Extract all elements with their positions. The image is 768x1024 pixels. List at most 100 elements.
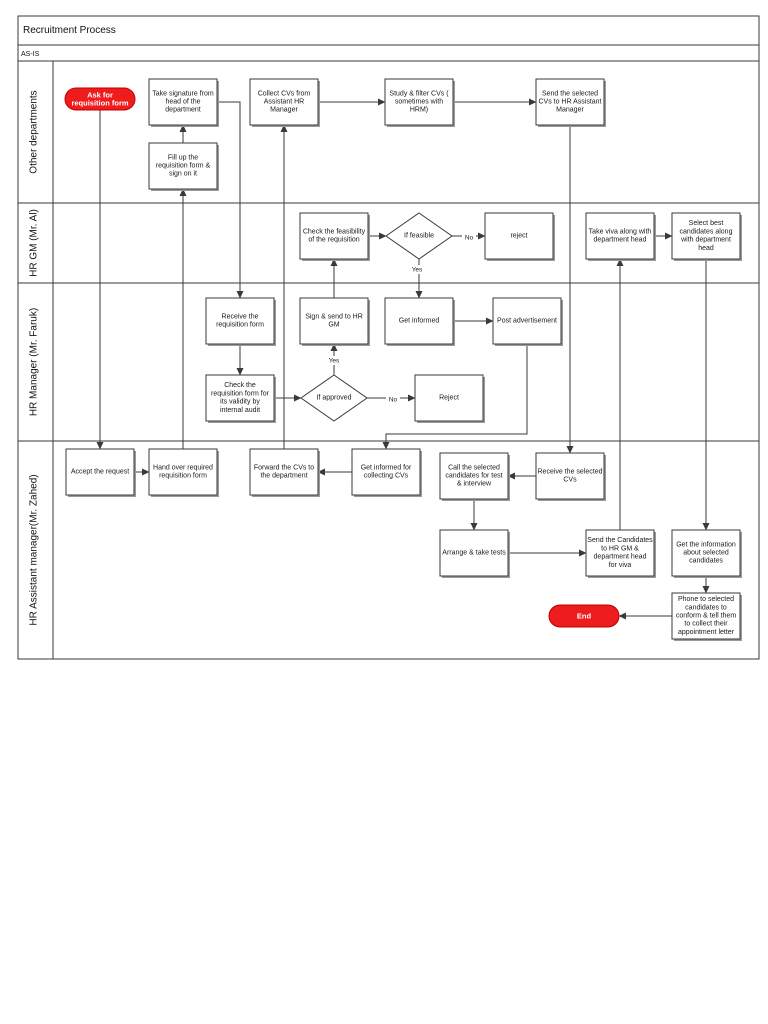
edge-label-bg [462,233,476,242]
node-label-line: Reject [439,395,459,402]
node-receive-req: Receive the requisition form [205,297,276,346]
process-box [585,529,655,577]
node-label-line: sometimes with [395,99,443,106]
node-label-line: requisition form [71,99,128,108]
connector-arrow [217,101,244,299]
edge-label-bg [410,265,424,274]
node-label-line: candidates [689,558,723,565]
process-box [249,448,319,496]
node-label-line: Forward the CVs to [254,464,314,471]
node-get-informed: Get informed [384,297,455,346]
node-label-line: Get informed for [361,464,412,471]
terminal-shape [548,604,620,628]
process-box [299,297,369,345]
node-label-line: its validity by [220,399,260,406]
process-box [148,142,218,190]
node-label-line: Send the Candidates [587,537,653,544]
node-label-line: Call the selected [448,464,500,471]
node-label-line: of the requisition [308,237,359,244]
node-label-line: requisition form [216,322,264,329]
node-label-line: Select best [689,220,724,227]
process-box [671,592,741,640]
node-label-line: Arrange & take tests [442,550,506,557]
node-label-line: Check the [224,382,256,389]
node-label-line: requisition form for [211,390,270,397]
node-label-line: appointment letter [678,629,735,636]
node-label-line: CVs to HR Assistant [538,99,601,106]
process-box [148,448,218,496]
node-label-line: to HR GM & [601,545,639,552]
process-box [384,297,454,345]
node-label-line: Collect CVs from [258,90,311,97]
node-label-line: Hand over required [153,464,213,471]
edge-label: No [465,235,474,242]
node-label-line: Manager [556,107,584,114]
node-label-line: requisition form & [156,163,211,170]
node-label-line: Manager [270,107,298,114]
process-box [351,448,421,496]
process-box [671,212,741,260]
process-box [585,212,655,260]
decision-diamond [300,374,368,422]
node-if-approved: If approved [300,374,368,422]
node-label-line: Assistant HR [264,99,304,106]
node-take-viva: Take viva along with department head [585,212,656,261]
decision-diamond [385,212,453,260]
node-reject-mgr: Reject [414,374,485,423]
node-label-line: Take viva along with [589,228,652,235]
node-label-line: about selected [683,550,729,557]
node-label-line: Get the information [676,541,736,548]
process-box [65,448,135,496]
node-label-line: head [698,245,714,252]
node-label-line: Receive the selected [538,468,603,475]
node-label-line: If feasible [404,233,434,240]
process-box [492,297,562,345]
process-box [384,78,454,126]
node-label-line: Post advertisement [497,318,557,325]
lane-label: HR Assistant manager(Mr. Zahed) [29,474,40,625]
node-label-line: End [577,612,592,621]
node-label-line: HRM) [410,107,428,114]
process-box [205,374,275,422]
edge-label-bg [327,356,341,365]
node-label-line: Accept the request [71,469,129,476]
edge-label: Yes [329,358,340,365]
node-label-line: internal audit [220,407,260,414]
node-label-line: GM [328,322,339,329]
edge-label-bg [386,395,400,404]
process-box [439,452,509,500]
node-label-line: Ask for [87,90,113,99]
process-box [439,529,509,577]
node-label-line: If approved [316,395,351,402]
node-label-line: conform & tell them [676,613,736,620]
process-box [205,297,275,345]
node-label-line: Send the selected [542,90,598,97]
node-label-line: department head [594,237,647,244]
node-label-line: department [165,107,200,114]
edge-label: Yes [412,267,423,274]
lane-label: HR GM (Mr. Al) [29,209,40,277]
node-label-line: candidates along [680,228,733,235]
node-get-info: Get the information about selectedcandida… [671,529,742,578]
node-label-line: Study & filter CVs ( [389,90,449,97]
page-subtitle: AS-IS [21,51,40,58]
connector-arrow [382,344,528,450]
node-label-line: Receive the [222,313,259,320]
